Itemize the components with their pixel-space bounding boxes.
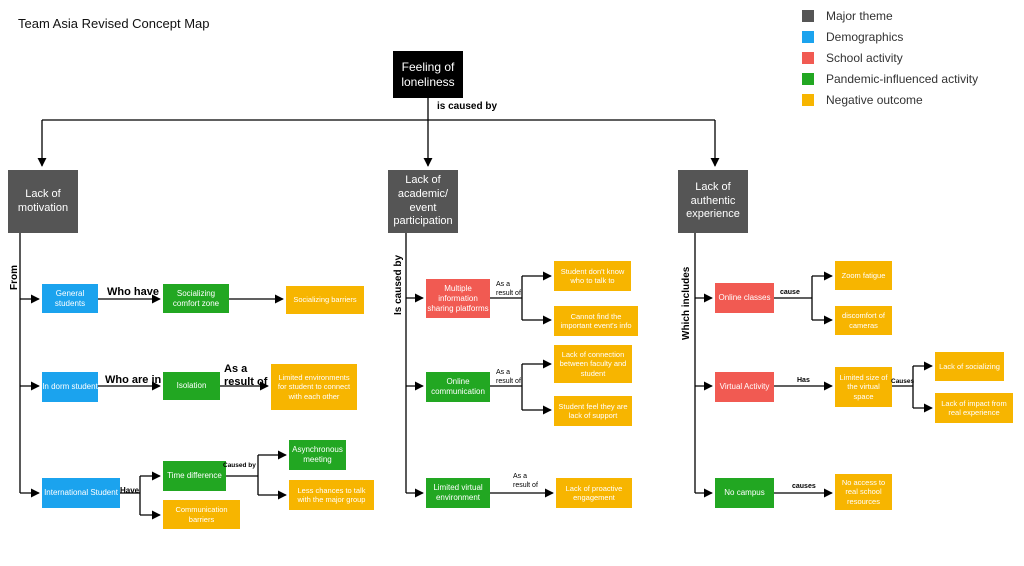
diagram-title: Team Asia Revised Concept Map (18, 16, 210, 31)
node-less-chances: Less chances to talk with the major grou… (289, 480, 374, 510)
edge-label-which-includes: Which includes (681, 266, 692, 340)
node-isolation: Isolation (163, 372, 220, 400)
legend-item-demographics: Demographics (802, 26, 978, 47)
node-limited-size-virtual-space: Limited size of the virtual space (835, 367, 892, 407)
node-online-classes: Online classes (715, 283, 774, 313)
node-lack-of-socializing: Lack of socializing (935, 352, 1004, 381)
edge-label-causes-cap: Causes (891, 378, 915, 385)
legend-item-school-activity: School activity (802, 47, 978, 68)
edge-label-from: From (9, 265, 20, 290)
node-virtual-activity: Virtual Activity (715, 372, 774, 402)
legend-item-negative-outcome: Negative outcome (802, 89, 978, 110)
node-in-dorm-student: In dorm student (42, 372, 98, 402)
edge-label-is-caused-by-vertical: Is caused by (393, 254, 404, 315)
legend-label: Negative outcome (826, 92, 923, 107)
node-general-students: General students (42, 284, 98, 313)
edge-label-is-caused-by: is caused by (437, 101, 498, 112)
edge-label-who-have: Who have (107, 286, 159, 298)
node-communication-barriers: Communication barriers (163, 500, 240, 529)
node-lack-of-support: Student feel they are lack of support (554, 396, 632, 426)
edge-label-caused-by: Caused by (223, 462, 256, 469)
legend-label: School activity (826, 50, 903, 65)
legend-swatch (802, 93, 814, 106)
legend-label: Major theme (826, 8, 893, 23)
legend-swatch (802, 51, 814, 64)
edge-label-as-a-result-of-2: As a result of (496, 369, 521, 385)
legend-item-major-theme: Major theme (802, 5, 978, 26)
node-lack-of-proactive-engagement: Lack of proactive engagement (556, 478, 632, 508)
node-cannot-find-event-info: Cannot find the important event's info (554, 306, 638, 336)
node-lack-of-connection: Lack of connection between faculty and s… (554, 345, 632, 383)
node-time-difference: Time difference (163, 461, 226, 491)
node-lack-of-academic-participation: Lack of academic/ event participation (388, 170, 458, 233)
edge-label-as-a-result-of-3: As a result of (513, 473, 538, 489)
legend-label: Pandemic-influenced activity (826, 71, 979, 86)
legend-swatch (802, 30, 814, 43)
node-multiple-info-platforms: Multiple information sharing platforms (426, 279, 490, 318)
edge-label-causes: causes (792, 483, 816, 490)
edge-label-have: Have (120, 486, 140, 495)
node-no-access-school-resources: No access to real school resources (835, 474, 892, 510)
edge-label-as-a-result-of-1: As a result of (496, 281, 521, 297)
edge-label-as-a-result-of: As a result of (224, 363, 268, 388)
legend-swatch (802, 9, 814, 22)
edge-label-has: Has (797, 377, 810, 384)
node-asynchronous-meeting: Asynchronous meeting (289, 440, 346, 470)
edge-label-who-are-in: Who are in (105, 374, 162, 386)
edge-label-cause: cause (780, 289, 800, 296)
legend-item-pandemic-activity: Pandemic-influenced activity (802, 68, 978, 89)
node-international-student: International Student (42, 478, 120, 508)
node-discomfort-of-cameras: discomfort of cameras (835, 306, 892, 335)
node-zoom-fatigue: Zoom fatigue (835, 261, 892, 290)
node-lack-of-authentic-experience: Lack of authentic experience (678, 170, 748, 233)
legend: Major theme Demographics School activity… (802, 5, 978, 110)
legend-swatch (802, 72, 814, 85)
node-feeling-of-loneliness: Feeling of loneliness (393, 51, 463, 98)
node-online-communication: Online communication (426, 372, 490, 402)
node-lack-of-impact: Lack of impact from real experience (935, 393, 1013, 423)
node-student-dont-know: Student don't know who to talk to (554, 261, 631, 291)
node-lack-of-motivation: Lack of motivation (8, 170, 78, 233)
node-limited-virtual-environment: Limited virtual environment (426, 478, 490, 508)
legend-label: Demographics (826, 29, 904, 44)
node-limited-environments: Limited environments for student to conn… (271, 364, 357, 410)
node-no-campus: No campus (715, 478, 774, 508)
node-socializing-comfort-zone: Socializing comfort zone (163, 284, 229, 313)
node-socializing-barriers: Socializing barriers (286, 286, 364, 314)
